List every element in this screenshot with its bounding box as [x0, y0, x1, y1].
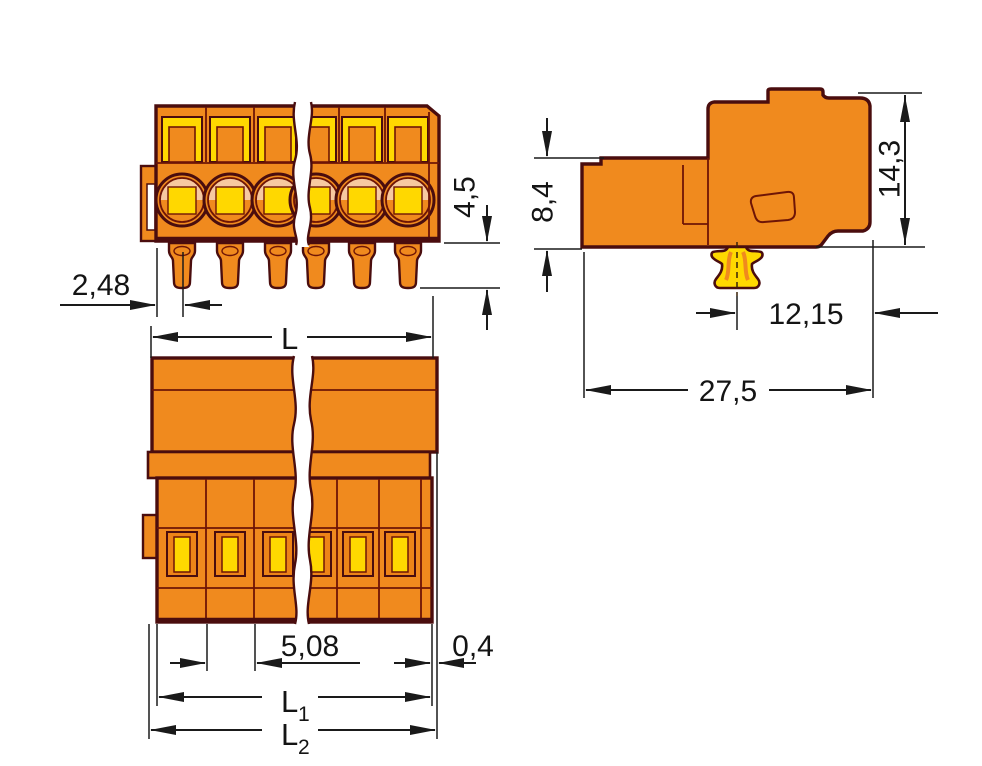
- latch-window: [749, 190, 797, 224]
- pin-slot: [166, 531, 198, 577]
- connector-pole: [202, 115, 258, 290]
- dim-foot-to-edge-label: 12,15: [768, 298, 843, 331]
- bottom-view: [141, 354, 439, 626]
- foot-stripe: [724, 251, 733, 281]
- dim-edge-gap-label: 0,4: [452, 630, 494, 663]
- pin-slot: [384, 531, 416, 577]
- front-break: [292, 100, 314, 247]
- dim-height-total-label: 14,3: [874, 140, 907, 198]
- dim-length2-sub: 2: [298, 736, 310, 759]
- dim-pitch: 5,08: [170, 624, 360, 671]
- break-band: [293, 100, 312, 247]
- side-housing-lines: [682, 158, 709, 245]
- dim-pitch-label: 5,08: [281, 630, 339, 663]
- break-edge-right: [306, 101, 314, 246]
- dim-depth-total: 27,5: [583, 252, 872, 408]
- dim-pin-edge-offset: 2,48: [60, 248, 222, 317]
- dim-length1: L 1: [156, 624, 431, 726]
- latch-slot: [146, 183, 156, 231]
- dim-length2-base: L: [281, 717, 298, 752]
- break-edge-left: [292, 101, 299, 246]
- bottom-break: [291, 354, 315, 626]
- snap-in-foot: [710, 242, 764, 296]
- dim-height-total: 14,3: [816, 92, 925, 248]
- break-edge-right: [306, 355, 315, 625]
- connector-pole: [380, 115, 436, 290]
- collar-band: [146, 450, 432, 480]
- dim-depth-total-label: 27,5: [699, 375, 757, 408]
- dimension-annotations: 2,48 4,5 L 8,4: [60, 92, 938, 759]
- dim-total-length-label: L: [281, 321, 298, 356]
- dim-length1-base: L: [281, 684, 298, 719]
- side-housing: [580, 87, 872, 249]
- front-view: [139, 100, 441, 290]
- dim-height-rear: 8,4: [527, 118, 604, 292]
- pin-slot: [342, 531, 374, 577]
- dim-pin-length-label: 4,5: [449, 176, 482, 218]
- dim-height-rear-label: 8,4: [527, 181, 560, 223]
- foot-stripe: [741, 251, 750, 281]
- dim-length2: L 2: [148, 624, 436, 759]
- dim-foot-to-edge: 12,15: [696, 240, 938, 398]
- break-band: [292, 354, 314, 626]
- break-edge-left: [291, 355, 298, 625]
- pin-slot: [262, 531, 294, 577]
- pin-slot: [214, 531, 246, 577]
- side-view: [580, 87, 872, 296]
- dim-length1-sub: 1: [298, 703, 310, 726]
- dim-total-length: L: [150, 296, 434, 358]
- dim-edge-gap: 0,4: [394, 452, 494, 739]
- dim-pin-edge-offset-label: 2,48: [72, 269, 130, 302]
- connector-pole: [334, 115, 390, 290]
- dim-pin-length: 4,5: [420, 176, 500, 330]
- connector-pole: [154, 115, 210, 290]
